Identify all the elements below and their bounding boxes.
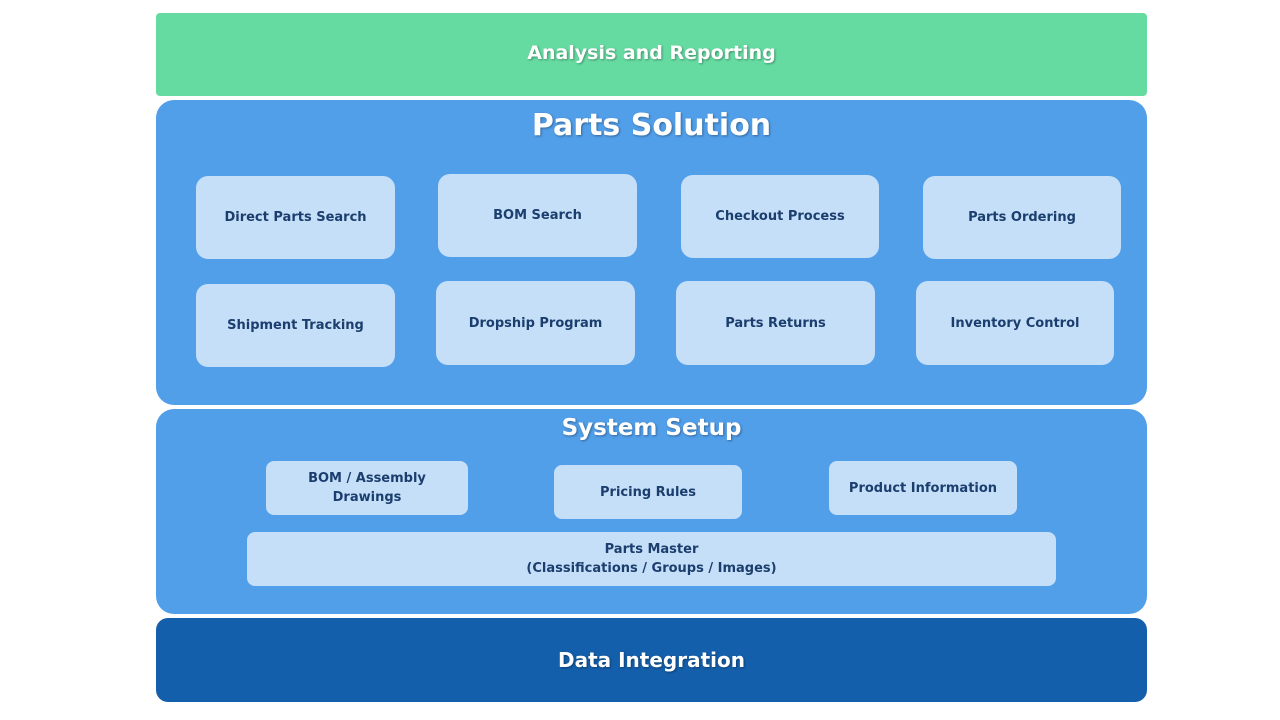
- module-label: BOM Search: [493, 208, 582, 223]
- module-label: Product Information: [848, 480, 998, 496]
- data-integration-layer: Data Integration: [156, 618, 1147, 702]
- module-label: BOM / Assembly Drawings: [308, 471, 426, 505]
- module-pricing-rules: Pricing Rules: [554, 465, 742, 519]
- system-setup-layer: System Setup BOM / Assembly Drawings Pri…: [156, 409, 1147, 614]
- system-setup-title: System Setup: [561, 415, 742, 441]
- module-label: Dropship Program: [468, 315, 603, 331]
- module-label: Checkout Process: [715, 209, 845, 224]
- module-checkout-process: Checkout Process: [681, 175, 879, 258]
- module-parts-returns: Parts Returns: [676, 281, 875, 365]
- module-parts-master: Parts Master (Classifications / Groups /…: [247, 532, 1056, 586]
- module-bom-search: BOM Search: [438, 174, 637, 257]
- analysis-reporting-layer: Analysis and Reporting: [156, 13, 1147, 96]
- module-inventory-control: Inventory Control: [916, 281, 1114, 365]
- module-dropship-program: Dropship Program: [436, 281, 635, 365]
- module-product-information: Product Information: [829, 461, 1017, 515]
- module-label: Parts Returns: [725, 315, 826, 331]
- module-label: Parts Master (Classifications / Groups /…: [526, 542, 777, 576]
- module-label: Parts Ordering: [968, 210, 1076, 225]
- data-integration-title: Data Integration: [558, 648, 745, 672]
- analysis-reporting-title: Analysis and Reporting: [527, 42, 776, 64]
- module-shipment-tracking: Shipment Tracking: [196, 284, 395, 367]
- module-label: Inventory Control: [950, 315, 1080, 331]
- module-label: Pricing Rules: [600, 484, 696, 500]
- module-bom-assembly-drawings: BOM / Assembly Drawings: [266, 461, 468, 515]
- module-direct-parts-search: Direct Parts Search: [196, 176, 395, 259]
- parts-solution-layer: Parts Solution Direct Parts Search BOM S…: [156, 100, 1147, 405]
- module-parts-ordering: Parts Ordering: [923, 176, 1121, 259]
- parts-solution-title: Parts Solution: [531, 108, 772, 143]
- module-label: Direct Parts Search: [224, 210, 367, 225]
- module-label: Shipment Tracking: [227, 318, 364, 333]
